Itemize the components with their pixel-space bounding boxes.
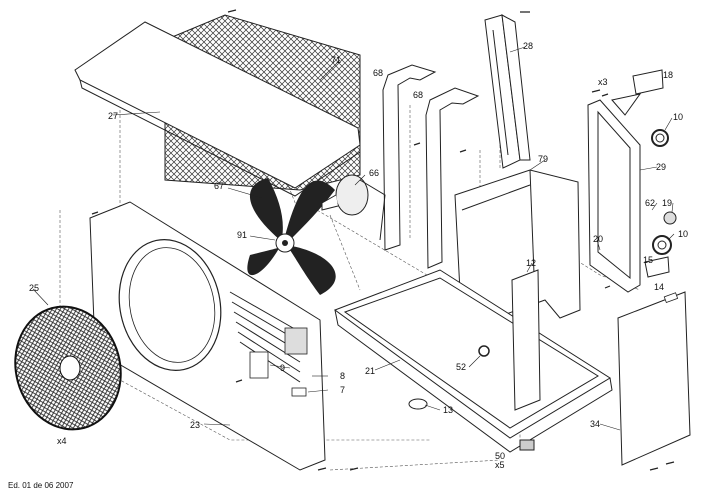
base-tray-part	[333, 269, 613, 453]
fan-guard-part	[14, 305, 122, 431]
part-label: 67	[214, 181, 224, 191]
part-label: 23	[190, 420, 200, 430]
part-label: x3	[598, 77, 608, 87]
part-label: 62	[645, 198, 655, 208]
part-label: 10	[673, 112, 683, 122]
part-label: 91	[237, 230, 247, 240]
part-label: 28	[523, 41, 533, 51]
edition-note: Ed. 01 de 06 2007	[8, 481, 74, 490]
part-label: 13	[443, 405, 453, 415]
part-label: 20	[593, 234, 603, 244]
fan-propeller-part	[247, 178, 336, 295]
part-label: 71	[331, 55, 341, 65]
top-cover-part	[74, 21, 361, 197]
part-label: 68	[413, 90, 423, 100]
part-label: 27	[108, 111, 118, 121]
fan-motor-part	[321, 174, 386, 241]
part-label: 29	[656, 162, 666, 172]
part-label: 10	[678, 229, 688, 239]
part-label: 12	[526, 258, 536, 268]
leader-lines	[32, 46, 675, 431]
part-label: 25	[29, 283, 39, 293]
part-label: 50	[495, 451, 505, 461]
part-label: 19	[662, 198, 672, 208]
part-labels: 28 71 68 68 27 79 x3 18 10 29 66 67 62 1…	[29, 41, 688, 470]
small-parts	[91, 9, 677, 471]
front-panel-part	[89, 201, 326, 471]
part-label: x4	[57, 436, 67, 446]
corner-column-part	[484, 14, 531, 169]
part-label: x5	[495, 460, 505, 470]
part-label: 18	[663, 70, 673, 80]
part-label: 14	[654, 282, 664, 292]
electrical-bracket-part	[511, 269, 541, 411]
part-label: 7	[340, 385, 345, 395]
part-label: 8	[340, 371, 345, 381]
part-label: 68	[373, 68, 383, 78]
side-rail-parts	[382, 64, 480, 269]
part-label: 79	[538, 154, 548, 164]
part-label: 52	[456, 362, 466, 372]
part-label: 15	[643, 255, 653, 265]
rear-side-panel-part	[587, 99, 641, 293]
part-label: 66	[369, 168, 379, 178]
service-panel-part	[617, 291, 691, 466]
part-label: 21	[365, 366, 375, 376]
part-label: 9	[280, 363, 285, 373]
part-label: 34	[590, 419, 600, 429]
